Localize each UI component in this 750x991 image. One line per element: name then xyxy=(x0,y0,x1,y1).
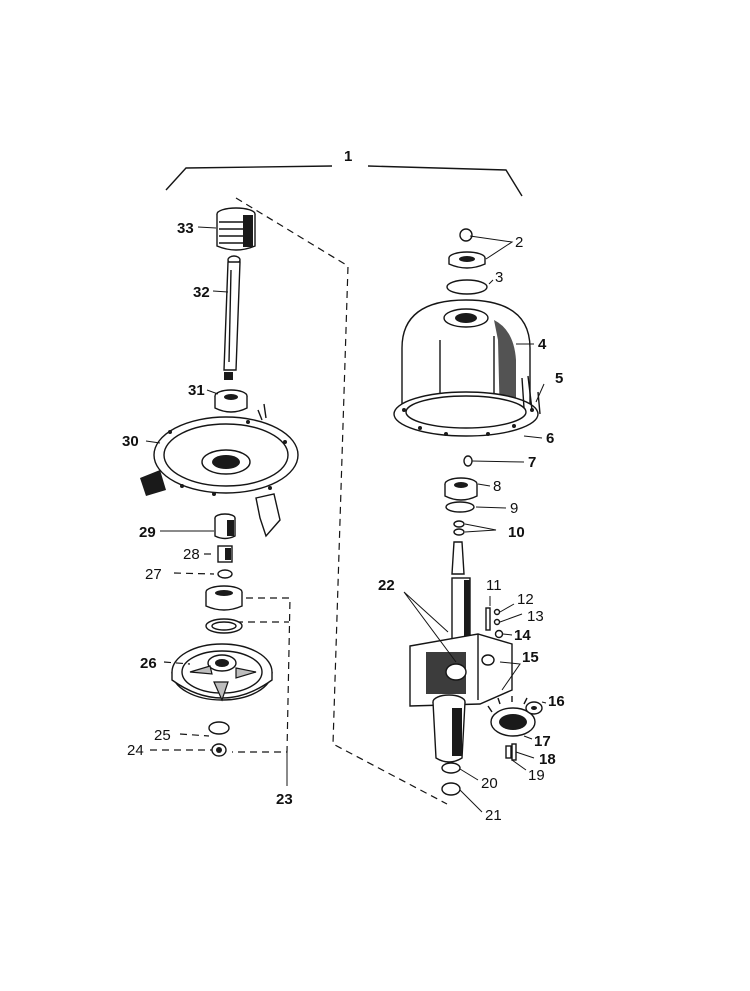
part-6-flange xyxy=(393,391,539,437)
label-22: 22 xyxy=(378,577,395,594)
label-27: 27 xyxy=(145,566,162,583)
group-23-bracket xyxy=(232,597,291,753)
part-19-pin xyxy=(511,743,517,761)
label-12: 12 xyxy=(517,591,534,608)
part-11-pin xyxy=(485,607,491,631)
label-33: 33 xyxy=(177,220,194,237)
right-leader-lines xyxy=(403,235,547,813)
group-divider-line xyxy=(235,197,448,805)
part-labels: 2 3 4 5 6 7 8 9 10 11 12 13 14 15 16 17 … xyxy=(122,220,565,824)
part-24-nut xyxy=(211,743,227,757)
label-11: 11 xyxy=(486,577,502,594)
part-20-washer xyxy=(441,762,461,774)
label-3: 3 xyxy=(495,269,503,286)
label-23: 23 xyxy=(276,791,293,808)
part-13-ball xyxy=(493,618,501,626)
label-30: 30 xyxy=(122,433,139,450)
label-2: 2 xyxy=(515,234,523,251)
part-32-shaft xyxy=(223,255,241,380)
label-32: 32 xyxy=(193,284,210,301)
label-29: 29 xyxy=(139,524,156,541)
part-21-washer xyxy=(441,782,461,796)
part-23-bearing-set xyxy=(205,585,243,634)
part-26-pulley xyxy=(171,643,273,702)
part-9-washer xyxy=(445,501,475,513)
part-28-nut xyxy=(217,545,233,563)
label-18: 18 xyxy=(539,751,556,768)
part-25-washer xyxy=(208,721,230,735)
part-16-pinion xyxy=(525,701,543,715)
part-14-ball xyxy=(494,629,504,639)
part-22-shaft-assembly xyxy=(451,541,471,643)
label-16: 16 xyxy=(548,693,565,710)
part-27-washer xyxy=(217,569,233,579)
part-7-pin xyxy=(463,455,473,467)
label-19: 19 xyxy=(528,767,545,784)
label-1: 1 xyxy=(344,148,352,165)
label-9: 9 xyxy=(510,500,518,517)
part-17-drive-gear xyxy=(487,696,540,737)
part-3-seal-ring xyxy=(446,279,488,295)
label-21: 21 xyxy=(485,807,502,824)
part-15-gearcase xyxy=(409,633,513,763)
label-28: 28 xyxy=(183,546,200,563)
part-2-bearing-set xyxy=(448,228,486,269)
label-26: 26 xyxy=(140,655,157,672)
assembly-bracket xyxy=(165,165,523,197)
label-5: 5 xyxy=(555,370,563,387)
label-14: 14 xyxy=(514,627,531,644)
part-8-gear xyxy=(444,477,478,501)
part-33-coupling xyxy=(216,207,256,251)
part-12-ball xyxy=(493,608,501,616)
label-6: 6 xyxy=(546,430,554,447)
label-4: 4 xyxy=(538,336,547,353)
label-10: 10 xyxy=(508,524,525,541)
part-31-bearing xyxy=(214,389,248,413)
label-24: 24 xyxy=(127,742,144,759)
part-18-pin xyxy=(505,745,512,759)
part-10-rings xyxy=(453,520,465,536)
label-13: 13 xyxy=(527,608,544,625)
label-31: 31 xyxy=(188,382,205,399)
label-17: 17 xyxy=(534,733,551,750)
part-30-base-plate xyxy=(140,403,299,538)
label-8: 8 xyxy=(493,478,501,495)
label-15: 15 xyxy=(522,649,539,666)
part-29-sleeve xyxy=(214,513,236,540)
left-leader-lines xyxy=(145,226,229,751)
label-25: 25 xyxy=(154,727,171,744)
label-7: 7 xyxy=(528,454,536,471)
label-20: 20 xyxy=(481,775,498,792)
